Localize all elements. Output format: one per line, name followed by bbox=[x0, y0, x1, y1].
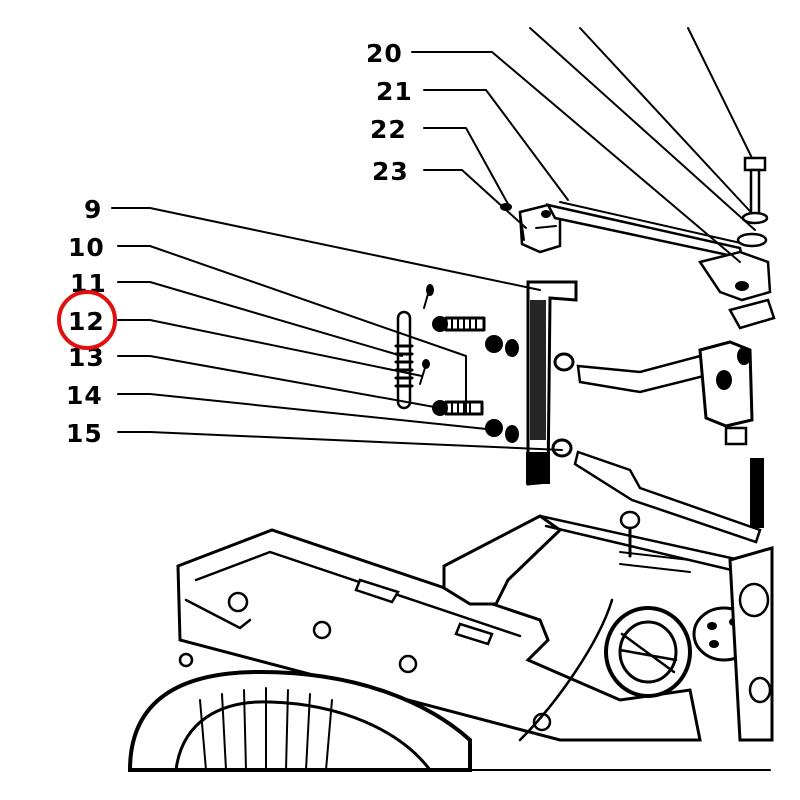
leader-9 bbox=[111, 207, 541, 291]
leader-11 bbox=[117, 281, 403, 357]
housing-body bbox=[127, 510, 774, 772]
callout-labels: 20 21 22 23 9 10 11 12 13 14 15 bbox=[66, 39, 413, 448]
callout-23: 23 bbox=[372, 157, 409, 186]
callout-9: 9 bbox=[84, 195, 102, 224]
leader-12 bbox=[117, 319, 423, 377]
callout-21: 21 bbox=[376, 77, 413, 106]
lower-bolt-assembly bbox=[432, 400, 573, 458]
callout-12: 12 bbox=[68, 307, 105, 336]
spring-and-pins bbox=[394, 284, 434, 410]
leader-14 bbox=[117, 393, 497, 431]
leader-13 bbox=[117, 355, 441, 409]
callout-10: 10 bbox=[68, 233, 105, 262]
leader-15 bbox=[117, 431, 563, 451]
leader-22 bbox=[423, 127, 509, 205]
callout-20: 20 bbox=[366, 39, 403, 68]
highlight-circle bbox=[57, 290, 117, 350]
upper-bolt-assembly bbox=[432, 316, 575, 372]
leader-lines bbox=[111, 51, 741, 451]
link-rods bbox=[573, 340, 764, 544]
leader-21 bbox=[423, 89, 569, 201]
callout-22: 22 bbox=[370, 115, 407, 144]
leader-10 bbox=[117, 245, 467, 413]
leader-23 bbox=[423, 169, 527, 229]
vertical-bracket bbox=[526, 280, 578, 486]
upper-linkage bbox=[500, 27, 776, 330]
callout-14: 14 bbox=[66, 381, 103, 410]
leader-20 bbox=[411, 51, 741, 263]
callout-15: 15 bbox=[66, 419, 103, 448]
